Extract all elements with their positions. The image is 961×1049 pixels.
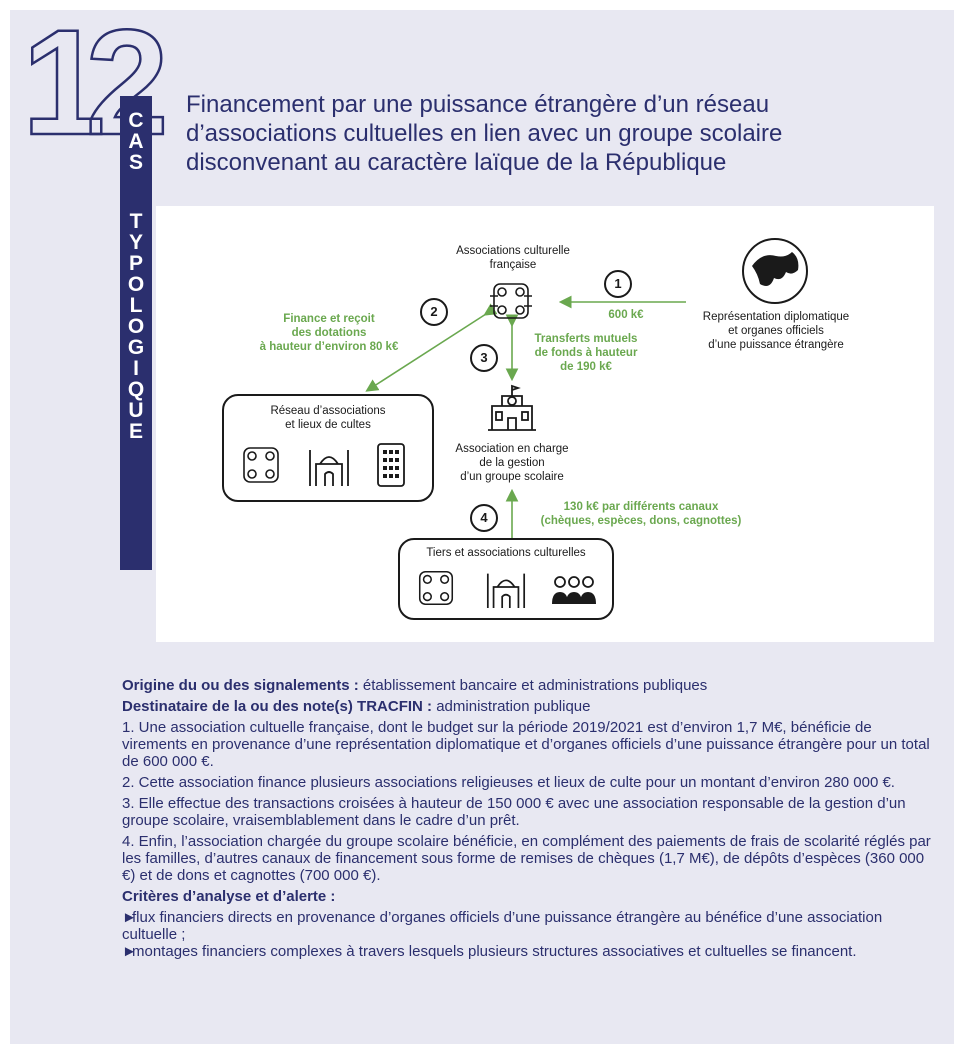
tiers-box: Tiers et associations culturelles xyxy=(398,538,614,620)
band-letter: L xyxy=(129,294,143,317)
band-letter: T xyxy=(129,210,143,233)
band-letter: P xyxy=(128,252,143,275)
band-letter: I xyxy=(133,357,139,380)
building-icon xyxy=(377,443,405,487)
tiers-label: Tiers et associations culturelles xyxy=(426,547,586,559)
bullet-icon: ► xyxy=(122,943,137,960)
page-title: Financement par une puissance étrangère … xyxy=(186,90,906,177)
band-letter: S xyxy=(128,151,143,174)
paragraph-1: 1. Une association cultuelle française, … xyxy=(122,719,930,770)
people-icon xyxy=(552,576,596,604)
origine-line: Origine du ou des signalements : établis… xyxy=(122,677,708,694)
step-1-badge: 1 xyxy=(604,270,632,298)
band-letter xyxy=(120,173,152,211)
band-letter: G xyxy=(127,336,145,359)
band-letter: Y xyxy=(128,231,143,254)
band-letter: O xyxy=(127,273,145,296)
paragraph-2: 2. Cette association finance plusieurs a… xyxy=(122,774,895,791)
mosque-icon xyxy=(486,573,526,609)
handshake-icon xyxy=(418,570,454,606)
handshake-icon xyxy=(243,447,279,483)
band-letter: Q xyxy=(127,378,145,401)
arrow-80k xyxy=(365,303,498,392)
step-2-badge: 2 xyxy=(420,298,448,326)
band-letter: C xyxy=(128,109,144,132)
paragraph-3: 3. Elle effectue des transactions croisé… xyxy=(122,795,906,829)
bullet-2: ►montages financiers complexes à travers… xyxy=(122,943,857,960)
mosque-icon xyxy=(309,450,349,486)
body-text: Origine du ou des signalements : établis… xyxy=(122,677,940,964)
step-3-badge: 3 xyxy=(470,344,498,372)
title-line: disconvenant au caractère laïque de la R… xyxy=(186,149,727,176)
case-number: 12 xyxy=(22,16,182,146)
bullet-icon: ► xyxy=(122,909,137,926)
destinataire-line: Destinataire de la ou des note(s) TRACFI… xyxy=(122,698,591,715)
school-icon xyxy=(488,384,536,431)
handshake-icon xyxy=(490,283,532,319)
paragraph-4: 4. Enfin, l’association chargée du group… xyxy=(122,833,931,884)
title-line: d’associations cultuelles en lien avec u… xyxy=(186,120,783,147)
flow-600k-label: 600 k€ xyxy=(608,309,644,321)
band-letter: U xyxy=(128,399,144,422)
cas-typologique-band: C A S T Y P O L O G I Q U E xyxy=(120,96,152,570)
bullet-1: ►flux financiers directs en provenance d… xyxy=(122,909,883,943)
globe-icon xyxy=(742,238,808,304)
band-letter: E xyxy=(128,420,143,443)
criteres-heading: Critères d’analyse et d’alerte : xyxy=(122,888,336,905)
step-4-badge: 4 xyxy=(470,504,498,532)
band-letter: A xyxy=(128,130,144,153)
flow-130k-label: 130 k€ par différents canaux(chèques, es… xyxy=(540,501,742,527)
band-letter: O xyxy=(127,315,145,338)
title-line: Financement par une puissance étrangère … xyxy=(186,91,770,118)
diagram-arrows xyxy=(365,295,686,542)
